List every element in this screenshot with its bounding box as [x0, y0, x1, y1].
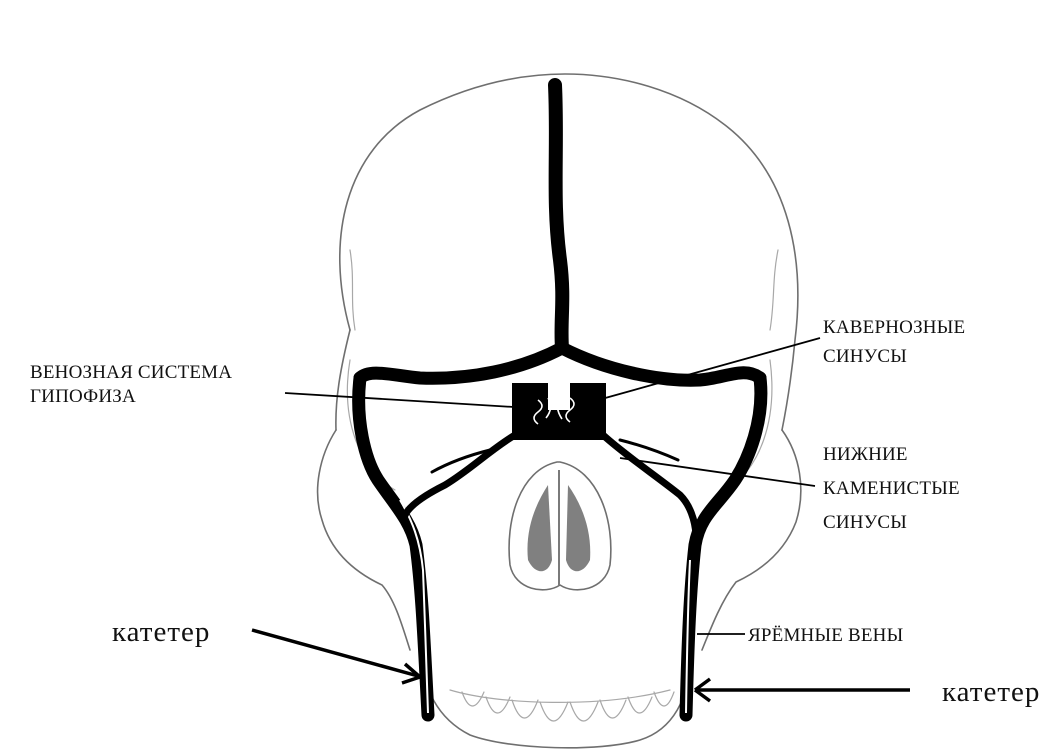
venous-system — [359, 85, 761, 715]
cavernous-sinuses — [512, 383, 606, 440]
inferior-petrosal-left — [405, 435, 515, 515]
label-petrosal-line1: НИЖНИЕ — [823, 444, 908, 465]
transverse-sinus-left — [360, 348, 562, 378]
transverse-sinus-right — [562, 348, 760, 380]
cranial-suture-left — [350, 250, 355, 330]
leader-pituitary — [285, 393, 530, 408]
nasal-cavity — [509, 462, 611, 590]
cranial-suture-right — [770, 250, 778, 330]
label-catheter-right: катетер — [942, 676, 1040, 708]
label-cavernous-line1: КАВЕРНОЗНЫЕ — [823, 317, 965, 338]
label-petrosal-line3: СИНУСЫ — [823, 512, 907, 533]
label-pituitary-line1: ВЕНОЗНАЯ СИСТЕМА — [30, 362, 232, 383]
sigmoid-sinus-left — [359, 378, 428, 715]
label-pituitary-line2: ГИПОФИЗА — [30, 386, 136, 407]
sagittal-sinus — [555, 85, 562, 348]
catheter-arrow-left-shaft — [252, 630, 418, 676]
label-cavernous-line2: СИНУСЫ — [823, 346, 907, 367]
sigmoid-sinus-right — [686, 378, 761, 715]
label-catheter-left: катетер — [112, 616, 210, 648]
label-jugular: ЯРЁМНЫЕ ВЕНЫ — [748, 625, 903, 646]
label-petrosal-line2: КАМЕНИСТЫЕ — [823, 478, 960, 499]
teeth-upper-line — [450, 690, 670, 702]
